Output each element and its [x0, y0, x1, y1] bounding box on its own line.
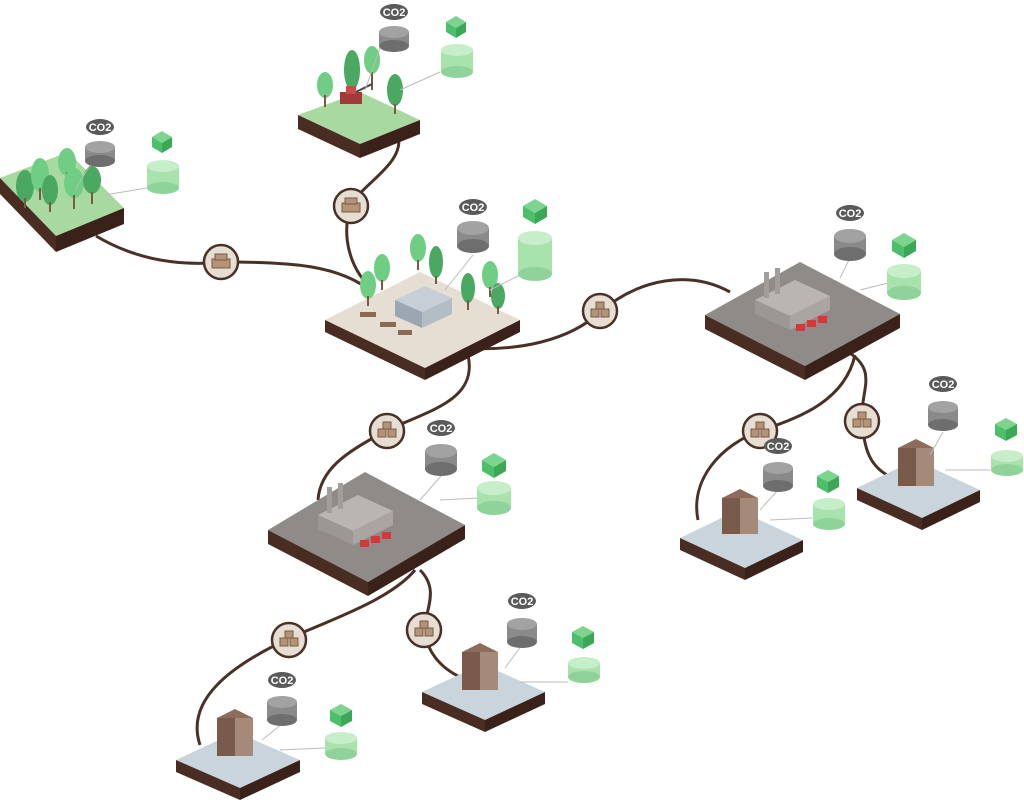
city-tile-east-2 [857, 439, 980, 530]
co2-cylinder [834, 229, 866, 261]
indicator-group-city-south-2: CO2 [504, 593, 600, 683]
co2-cloud-icon: CO2 [268, 672, 296, 688]
product-cylinder [325, 732, 357, 760]
co2-cylinder [928, 401, 958, 431]
tree-icon [16, 148, 101, 212]
product-box-icon [482, 453, 506, 478]
indicator-group-forest-north: CO2 [364, 4, 473, 91]
log-piles [360, 312, 412, 335]
co2-label: CO2 [89, 122, 112, 134]
forest-tile-north [298, 46, 420, 158]
co2-cloud-icon: CO2 [86, 119, 114, 135]
timber-stack-icon [332, 187, 370, 225]
co2-label: CO2 [932, 379, 955, 391]
sawmill-tile [325, 234, 520, 380]
product-cylinder [518, 231, 552, 281]
co2-cloud-icon: CO2 [764, 438, 792, 454]
co2-label: CO2 [462, 202, 485, 214]
indicator-group-city-south-1: CO2 [261, 672, 357, 760]
indicator-group-factory-south: CO2 [419, 420, 511, 515]
product-box-icon [152, 131, 172, 153]
apartment-building [898, 439, 934, 486]
box-stack-icon [741, 412, 779, 450]
box-stack-icon [405, 611, 443, 649]
box-stack-icon [270, 621, 308, 659]
co2-cylinder [379, 26, 409, 52]
co2-label: CO2 [511, 596, 534, 608]
product-box-icon [330, 704, 352, 727]
co2-cloud-icon: CO2 [929, 376, 957, 392]
product-cylinder [147, 160, 179, 194]
factory-tile-east [705, 262, 900, 380]
factory-building [755, 268, 830, 330]
timber-stack-icon [202, 243, 240, 281]
indicator-group-factory-east: CO2 [834, 205, 921, 300]
co2-label: CO2 [383, 7, 406, 19]
tree-icon [360, 234, 505, 314]
indicator-group-forest-west: CO2 [74, 119, 179, 196]
product-box-icon [817, 470, 839, 493]
co2-cloud-icon: CO2 [427, 420, 455, 436]
apartment-building [462, 643, 498, 690]
product-cylinder [568, 657, 600, 683]
product-box-icon [892, 233, 916, 258]
harvester-icon [340, 83, 373, 104]
box-stack-icon [843, 402, 881, 440]
product-cylinder [813, 498, 845, 530]
co2-cloud-icon: CO2 [836, 205, 864, 221]
apartment-building [217, 709, 253, 756]
co2-cloud-icon: CO2 [380, 4, 408, 20]
co2-label: CO2 [271, 675, 294, 687]
sawmill-building [395, 286, 452, 328]
factory-building [318, 483, 393, 545]
box-stack-icon [368, 412, 406, 450]
indicator-group-sawmill: CO2 [444, 199, 552, 291]
co2-cylinder [457, 221, 489, 253]
indicator-group-city-east-1: CO2 [759, 438, 845, 530]
product-cylinder [991, 450, 1023, 476]
box-stack-icon [581, 292, 619, 330]
tree-icon [317, 46, 403, 114]
product-cylinder [887, 264, 921, 300]
storage-indicators: CO2 CO2 [74, 4, 1023, 760]
co2-cloud-icon: CO2 [508, 593, 536, 609]
indicator-group-city-east-2: CO2 [928, 376, 1023, 476]
co2-cylinder [85, 141, 115, 167]
co2-cylinder [507, 618, 537, 648]
co2-cylinder [425, 444, 457, 476]
co2-label: CO2 [430, 423, 453, 435]
city-tile-east-1 [680, 489, 803, 580]
red-vehicles [796, 316, 827, 331]
product-box-icon [572, 626, 594, 649]
product-box-icon [446, 16, 466, 38]
connection-icons [202, 187, 881, 659]
product-cylinder [477, 481, 511, 515]
city-tile-south-2 [422, 643, 545, 732]
co2-label: CO2 [767, 441, 790, 453]
apartment-building [722, 489, 758, 534]
forest-tile-west [0, 148, 124, 252]
city-tile-south-1 [176, 709, 300, 800]
product-box-icon [523, 199, 547, 224]
red-vehicles [360, 532, 391, 547]
co2-cloud-icon: CO2 [459, 199, 487, 215]
co2-label: CO2 [839, 208, 862, 220]
product-box-icon [995, 418, 1017, 441]
co2-cylinder [267, 696, 297, 726]
product-cylinder [441, 44, 473, 78]
co2-cylinder [763, 462, 793, 492]
factory-tile-south [268, 472, 465, 596]
